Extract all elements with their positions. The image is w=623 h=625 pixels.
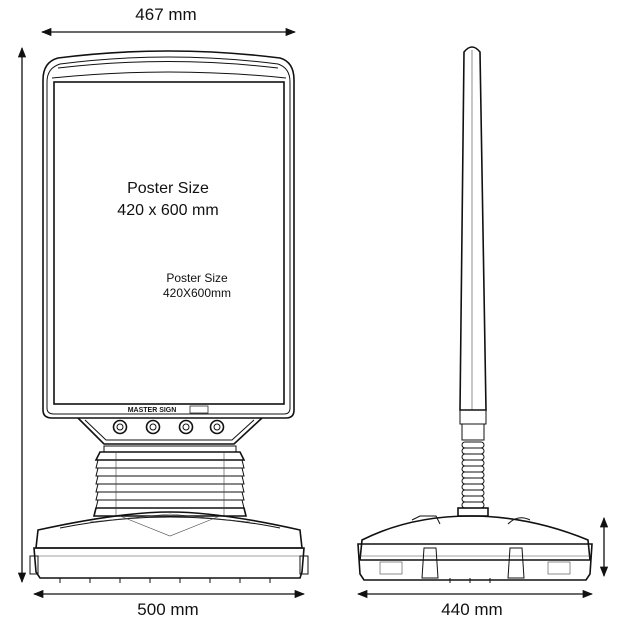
- side-depth-label: 440 mm: [441, 600, 502, 619]
- brand-label: MASTER SIGN: [128, 407, 177, 414]
- top-width-label: 467 mm: [135, 5, 196, 24]
- poster-size-title: Poster Size: [127, 180, 209, 197]
- brand-logo-mark: [189, 405, 209, 414]
- base-width-label: 500 mm: [137, 600, 198, 619]
- side-pole: [459, 46, 487, 411]
- spring-bellows: [92, 445, 248, 517]
- side-spring: [457, 441, 489, 517]
- poster-size-value-small: 420X600mm: [163, 286, 231, 300]
- front-view: 467 mm Poster Size 420 x 600 mm Poster S…: [17, 5, 309, 619]
- poster-window: [53, 81, 285, 405]
- front-base: [29, 511, 309, 583]
- side-base: [357, 515, 593, 583]
- poster-frame: [42, 50, 295, 419]
- poster-size-title-small: Poster Size: [166, 271, 228, 285]
- frame-yoke: [77, 417, 263, 445]
- poster-size-value: 420 x 600 mm: [117, 202, 218, 219]
- yoke-knobs: [112, 419, 225, 435]
- frame-inner-edge: [46, 56, 291, 415]
- side-view: 440 mm: [356, 46, 609, 619]
